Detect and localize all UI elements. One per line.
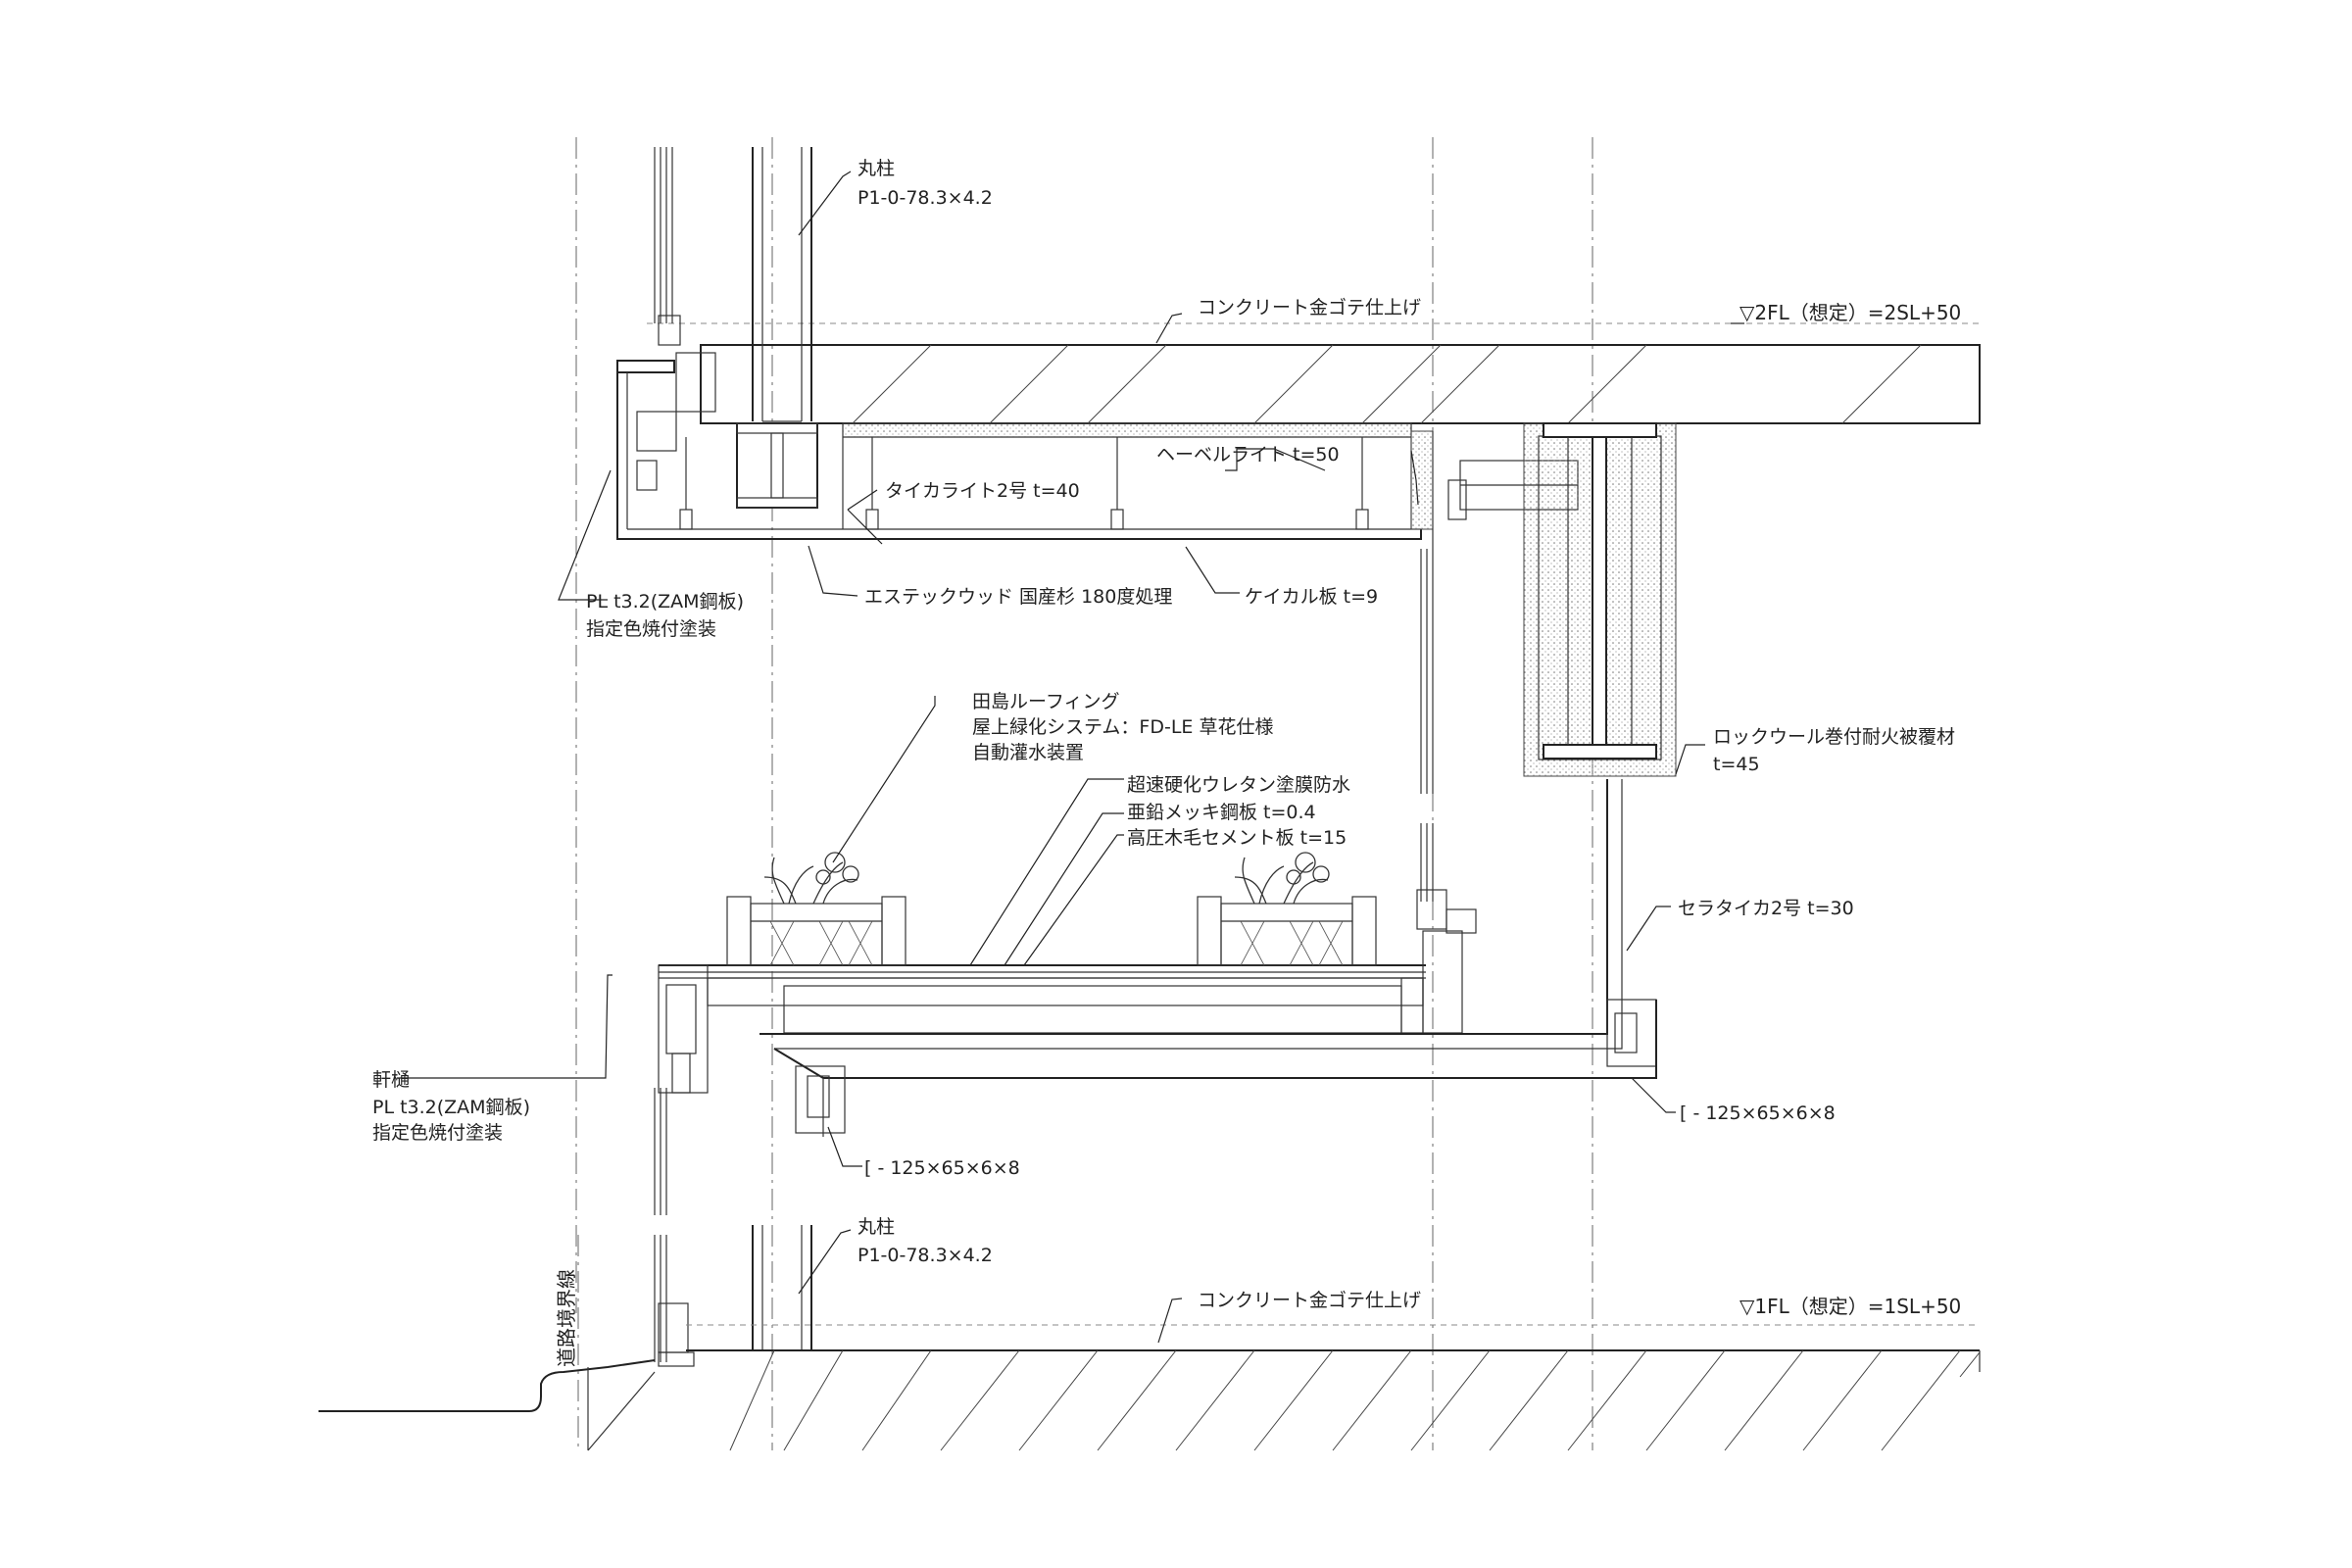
window-frame-lower — [654, 1088, 695, 1367]
label-estec: エステックウッド 国産杉 180度処理 — [864, 586, 1172, 608]
label-taika: タイカライト2号 t=40 — [885, 480, 1080, 502]
glass-sash — [1416, 549, 1477, 934]
eaves-soffit — [616, 352, 1579, 549]
ground-slab — [318, 1324, 1981, 1451]
label-column-bottom-name: 丸柱 — [858, 1216, 895, 1238]
label-column-top-name: 丸柱 — [858, 158, 895, 179]
label-channel-left: [ - 125×65×6×8 — [864, 1157, 1020, 1179]
label-cement: 高圧木毛セメント板 t=15 — [1127, 827, 1347, 849]
planter-left — [726, 852, 906, 966]
label-tajima-2: 屋上緑化システム：FD-LE 草花仕様 — [972, 716, 1273, 738]
label-level-1f: ▽1FL（想定）=1SL+50 — [1740, 1295, 1961, 1318]
label-urethane: 超速硬化ウレタン塗膜防水 — [1127, 773, 1350, 796]
label-hebel: ヘーベルライト t=50 — [1156, 444, 1340, 466]
label-tajima-3: 自動灌水装置 — [972, 742, 1084, 763]
grid-lines — [575, 137, 1593, 1450]
label-keikal: ケイカル板 t=9 — [1245, 586, 1378, 608]
label-tajima-1: 田島ルーフィング — [972, 691, 1119, 712]
planter-right — [1197, 852, 1377, 966]
label-sera: セラタイカ2号 t=30 — [1678, 898, 1854, 919]
label-galv: 亜鉛メッキ鋼板 t=0.4 — [1127, 802, 1316, 823]
label-rockwool-2: t=45 — [1713, 754, 1760, 775]
label-gutter-3: 指定色焼付塗装 — [372, 1121, 503, 1144]
label-channel-right: [ - 125×65×6×8 — [1680, 1102, 1836, 1124]
label-gutter-2: PL t3.2(ZAM鋼板) — [372, 1097, 530, 1118]
label-level-2f: ▽2FL（想定）=2SL+50 — [1740, 301, 1961, 324]
label-rockwool-1: ロックウール巻付耐火被覆材 — [1713, 726, 1955, 748]
label-gutter-1: 軒樋 — [372, 1069, 410, 1091]
label-road-boundary: 道路境界線 — [555, 1269, 578, 1367]
leader-lines — [397, 171, 1744, 1344]
label-column-bottom-spec: P1-0-78.3×4.2 — [858, 1245, 993, 1266]
fireproofed-beam — [1523, 422, 1677, 777]
annotations: 丸柱 P1-0-78.3×4.2 コンクリート金ゴテ仕上げ ▽2FL（想定）=2… — [372, 158, 1961, 1367]
label-concrete-finish-2f: コンクリート金ゴテ仕上げ — [1198, 297, 1421, 318]
column-top — [752, 147, 812, 422]
label-concrete-finish-1f: コンクリート金ゴテ仕上げ — [1198, 1290, 1421, 1311]
label-pl-top-2: 指定色焼付塗装 — [586, 617, 716, 640]
label-column-top-spec: P1-0-78.3×4.2 — [858, 187, 993, 209]
upper-slab — [647, 322, 1981, 424]
label-pl-top-1: PL t3.2(ZAM鋼板) — [586, 591, 744, 612]
window-frame-upper — [654, 147, 681, 346]
